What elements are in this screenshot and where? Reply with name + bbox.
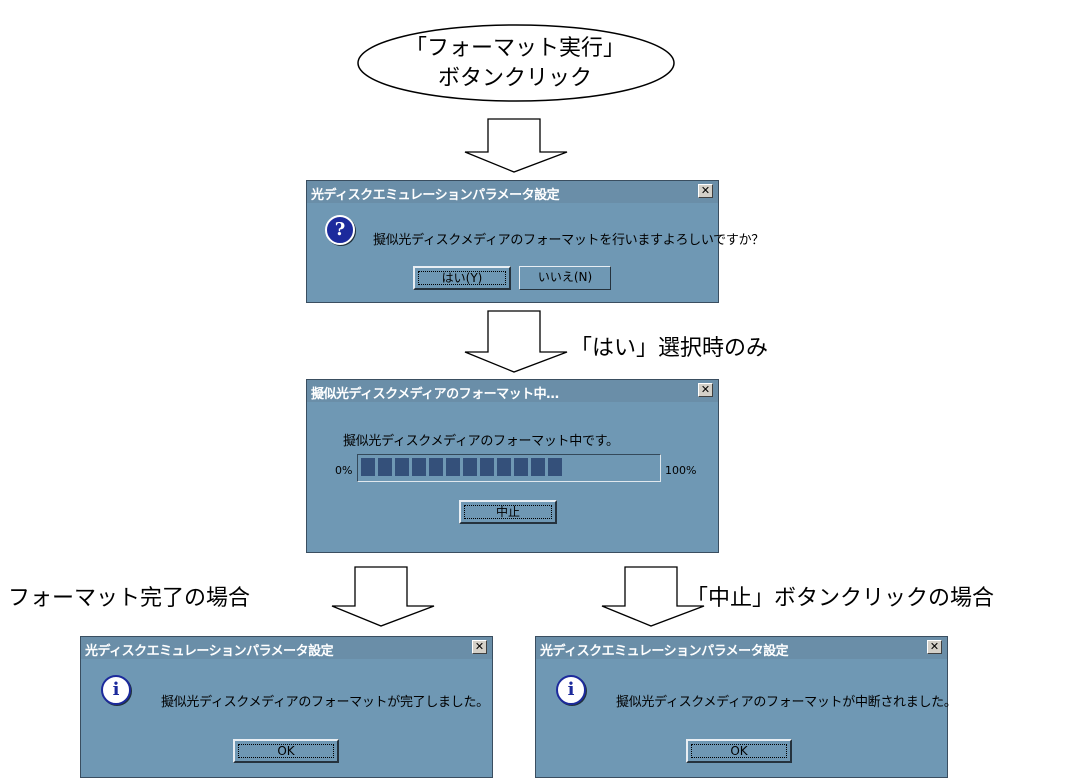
complete-message: 擬似光ディスクメディアのフォーマットが完了しました。 bbox=[161, 695, 489, 710]
close-icon[interactable]: ✕ bbox=[472, 640, 487, 654]
start-label: 「フォーマット実行」 ボタンクリック bbox=[355, 34, 675, 94]
start-label-line1: 「フォーマット実行」 bbox=[404, 36, 625, 61]
yes-button-label: はい(Y) bbox=[441, 271, 483, 285]
confirm-dialog: 光ディスクエミュレーションパラメータ設定 ✕ ? 擬似光ディスクメディアのフォー… bbox=[306, 180, 764, 303]
yes-button[interactable]: はい(Y) bbox=[413, 266, 511, 290]
no-button-label: いいえ(N) bbox=[537, 270, 593, 284]
info-icon: i bbox=[101, 675, 131, 705]
aborted-title: 光ディスクエミュレーションパラメータ設定 bbox=[540, 644, 789, 659]
complete-dialog: 光ディスクエミュレーションパラメータ設定 ✕ i 擬似光ディスクメディアのフォー… bbox=[80, 636, 493, 778]
progress-segment bbox=[497, 458, 511, 476]
progress-titlebar: 擬似光ディスクメディアのフォーマット中… ✕ bbox=[307, 380, 718, 402]
progress-min-label: 0% bbox=[335, 464, 353, 477]
confirm-title: 光ディスクエミュレーションパラメータ設定 bbox=[311, 188, 560, 203]
complete-title: 光ディスクエミュレーションパラメータ設定 bbox=[85, 644, 334, 659]
format-complete-branch-label: フォーマット完了の場合 bbox=[8, 586, 251, 611]
progress-title: 擬似光ディスクメディアのフォーマット中… bbox=[311, 387, 559, 402]
down-arrow-right bbox=[601, 566, 705, 627]
close-icon[interactable]: ✕ bbox=[698, 184, 713, 198]
abort-branch-label: 「中止」ボタンクリックの場合 bbox=[686, 586, 995, 611]
aborted-message: 擬似光ディスクメディアのフォーマットが中断されました。 bbox=[616, 695, 957, 710]
ok-button-label: OK bbox=[277, 744, 295, 758]
confirm-titlebar: 光ディスクエミュレーションパラメータ設定 ✕ bbox=[307, 181, 718, 203]
cancel-button-label: 中止 bbox=[495, 505, 520, 519]
complete-titlebar: 光ディスクエミュレーションパラメータ設定 ✕ bbox=[81, 637, 492, 659]
start-label-line2: ボタンクリック bbox=[437, 66, 592, 91]
progress-segment bbox=[361, 458, 375, 476]
progress-segment bbox=[378, 458, 392, 476]
progress-segment bbox=[412, 458, 426, 476]
start-oval bbox=[357, 24, 675, 102]
down-arrow-1 bbox=[464, 118, 568, 173]
progress-message: 擬似光ディスクメディアのフォーマット中です。 bbox=[343, 434, 619, 449]
confirm-message: 擬似光ディスクメディアのフォーマットを行いますよろしいですか？ bbox=[373, 233, 764, 248]
progress-segment bbox=[429, 458, 443, 476]
question-icon: ? bbox=[325, 215, 355, 245]
aborted-dialog: 光ディスクエミュレーションパラメータ設定 ✕ i 擬似光ディスクメディアのフォー… bbox=[535, 636, 957, 778]
progress-segment bbox=[531, 458, 545, 476]
close-icon[interactable]: ✕ bbox=[927, 640, 942, 654]
close-icon[interactable]: ✕ bbox=[698, 383, 713, 397]
progress-segment bbox=[514, 458, 528, 476]
progress-segment bbox=[480, 458, 494, 476]
progress-bar bbox=[357, 454, 661, 482]
progress-segment bbox=[463, 458, 477, 476]
ok-button[interactable]: OK bbox=[233, 739, 339, 763]
no-button[interactable]: いいえ(N) bbox=[519, 266, 611, 290]
progress-segment bbox=[395, 458, 409, 476]
cancel-button[interactable]: 中止 bbox=[459, 500, 557, 524]
progress-segment bbox=[548, 458, 562, 476]
info-icon: i bbox=[556, 675, 586, 705]
down-arrow-left bbox=[331, 566, 435, 627]
yes-only-label: 「はい」選択時のみ bbox=[570, 336, 769, 361]
ok-button-label: OK bbox=[730, 744, 748, 758]
ok-button[interactable]: OK bbox=[686, 739, 792, 763]
progress-dialog: 擬似光ディスクメディアのフォーマット中… ✕ 擬似光ディスクメディアのフォーマッ… bbox=[306, 379, 719, 553]
progress-segment bbox=[446, 458, 460, 476]
progress-max-label: 100% bbox=[665, 464, 697, 477]
down-arrow-2 bbox=[464, 310, 568, 373]
aborted-titlebar: 光ディスクエミュレーションパラメータ設定 ✕ bbox=[536, 637, 947, 659]
